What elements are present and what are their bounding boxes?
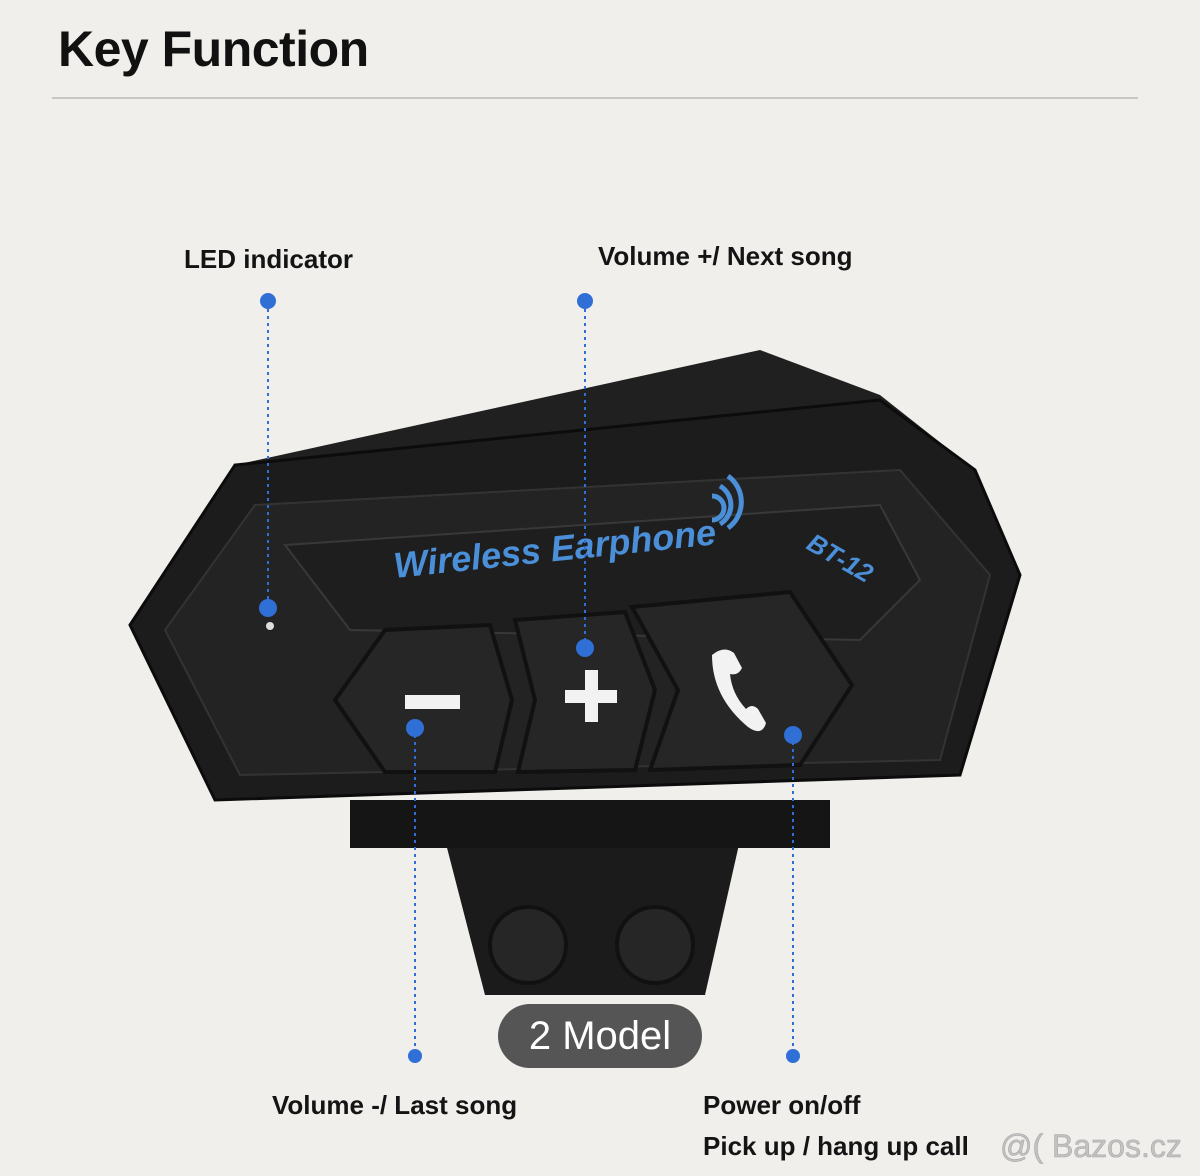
plus-icon xyxy=(565,670,617,722)
callout-dot xyxy=(576,639,594,657)
label-call: Pick up / hang up call xyxy=(703,1131,969,1161)
label-power: Power on/off xyxy=(703,1090,861,1120)
call-button[interactable] xyxy=(628,589,855,773)
clamp-knob-right xyxy=(615,905,695,985)
device-clamp xyxy=(445,840,740,995)
watermark: @( Bazos.cz xyxy=(1000,1128,1182,1165)
model-count-badge[interactable]: 2 Model xyxy=(498,1004,702,1068)
callout-dot xyxy=(408,1049,422,1063)
label-led-indicator: LED indicator xyxy=(184,244,354,274)
label-volume-down: Volume -/ Last song xyxy=(272,1090,518,1120)
callout-dot xyxy=(784,726,802,744)
page-title: Key Function xyxy=(58,21,369,77)
callout-dot xyxy=(259,599,277,617)
callout-dot xyxy=(786,1049,800,1063)
wifi-icon xyxy=(711,473,744,531)
minus-icon xyxy=(405,695,460,709)
callout-dot xyxy=(260,293,276,309)
label-volume-up: Volume +/ Next song xyxy=(598,241,853,271)
clamp-knob-left xyxy=(488,905,568,985)
divider xyxy=(52,97,1138,99)
phone-icon xyxy=(712,649,766,732)
led-light xyxy=(266,622,274,630)
callout-dot xyxy=(406,719,424,737)
device-base xyxy=(350,800,830,848)
callout-dot xyxy=(577,293,593,309)
